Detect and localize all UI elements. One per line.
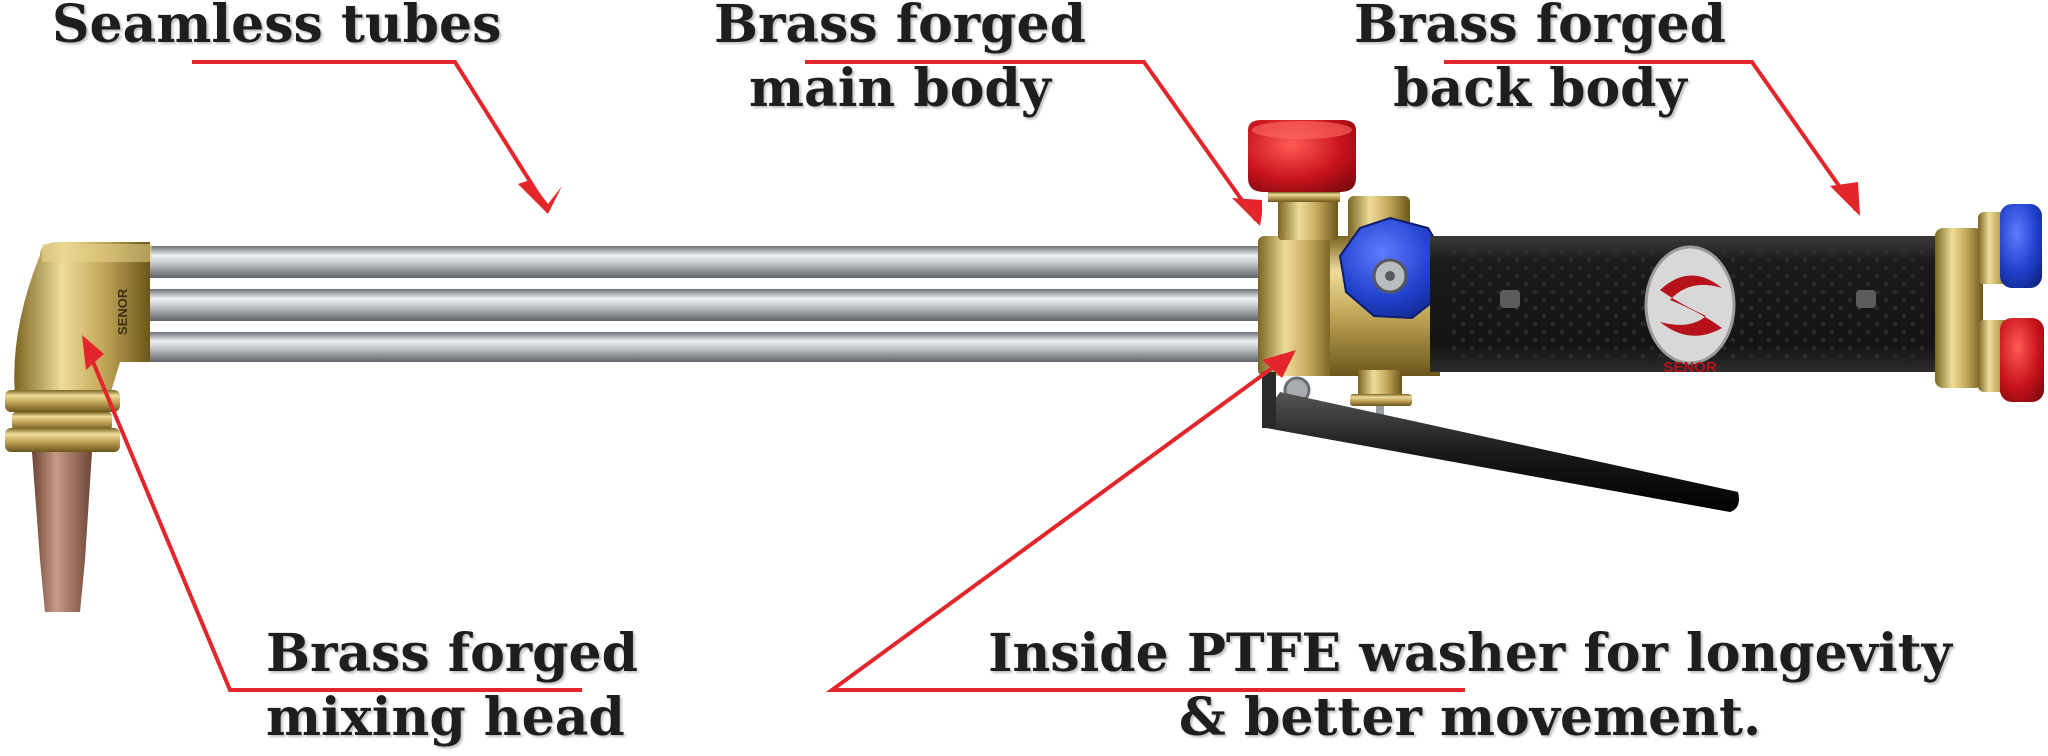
back-body	[1935, 212, 2010, 392]
oxygen-inlet-cap	[2000, 204, 2042, 288]
oxygen-knob	[1338, 216, 1448, 320]
handle-grip: SENOR	[1430, 236, 1944, 376]
label-mixing-head: Brass forged mixing head	[266, 623, 638, 748]
label-seamless-tubes: Seamless tubes	[52, 0, 502, 55]
leader-ptfe-washer	[825, 353, 1465, 692]
seamless-tubes	[115, 246, 1265, 362]
mixing-head-logo: SENOR	[115, 288, 130, 335]
grip-logo: SENOR	[1663, 359, 1717, 376]
leader-lines	[84, 60, 1858, 692]
label-ptfe-washer: Inside PTFE washer for longevity & bette…	[988, 623, 1952, 748]
cutting-nozzle	[32, 452, 92, 612]
label-back-body: Brass forged back body	[1354, 0, 1726, 119]
label-main-body: Brass forged main body	[714, 0, 1086, 119]
cutting-oxygen-lever	[1262, 372, 1739, 512]
leader-mixing-head	[84, 344, 582, 692]
leader-back-body	[1444, 60, 1858, 212]
fuel-cap	[1248, 120, 1356, 202]
leader-seamless-tubes	[192, 60, 550, 212]
leader-arrowheads	[82, 180, 1860, 378]
leader-main-body	[805, 60, 1258, 222]
mixing-head: SENOR	[5, 242, 152, 452]
fuel-inlet-cap	[2000, 318, 2044, 402]
